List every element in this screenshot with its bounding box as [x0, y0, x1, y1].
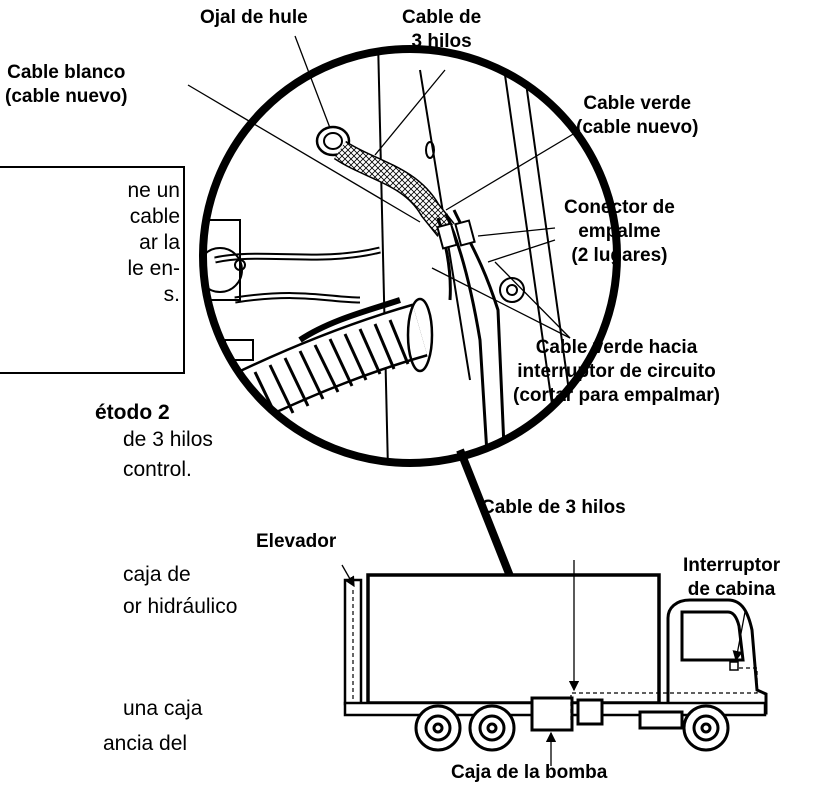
- body-line-5: una caja: [123, 697, 203, 720]
- note-line-5: s.: [163, 283, 180, 306]
- label-splice-line2: empalme: [578, 221, 661, 242]
- label-three-wire-line2: 3 hilos: [411, 31, 472, 52]
- truck-drawing: [343, 573, 768, 752]
- label-cab-switch-line2: de cabina: [687, 579, 776, 600]
- body-line-1: de 3 hilos: [123, 428, 213, 451]
- label-white-wire: Cable blanco (cable nuevo): [5, 61, 127, 109]
- note-line-4: le en-: [127, 257, 180, 280]
- label-three-wire-line1: Cable de: [402, 7, 482, 28]
- body-line-3: caja de: [123, 563, 191, 586]
- body-line-4: or hidráulico: [123, 595, 238, 618]
- note-box: ne un cable ar la le en- s.: [0, 166, 185, 374]
- label-cab-switch: Interruptor de cabina: [683, 554, 780, 602]
- label-splice-line1: Conector de: [564, 197, 675, 218]
- label-white-wire-line1: Cable blanco: [7, 62, 126, 83]
- label-cab-switch-line1: Interruptor: [683, 555, 781, 576]
- leader-lines: [187, 35, 581, 339]
- label-breaker-line2: interruptor de circuito: [517, 361, 716, 382]
- label-white-wire-line2: (cable nuevo): [5, 86, 128, 107]
- magnifier-circle: [199, 45, 621, 467]
- label-green-wire-new-line2: (cable nuevo): [576, 117, 699, 138]
- note-line-2: cable: [129, 205, 180, 228]
- label-green-wire-new: Cable verde (cable nuevo): [576, 92, 698, 140]
- body-line-6: ancia del: [103, 732, 188, 755]
- method-heading: étodo 2: [95, 401, 170, 424]
- label-splice-connector: Conector de empalme (2 lugares): [564, 196, 675, 268]
- note-line-1: ne un: [127, 179, 180, 202]
- label-breaker-line3: (cortar para empalmar): [513, 385, 720, 406]
- label-three-wire-cable-top: Cable de 3 hilos: [402, 6, 481, 54]
- body-line-2: control.: [123, 458, 192, 481]
- label-breaker-line1: Cable verde hacia: [535, 337, 698, 358]
- label-green-wire-breaker: Cable verde hacia interruptor de circuit…: [513, 336, 720, 408]
- label-liftgate: Elevador: [256, 531, 337, 552]
- label-splice-line3: (2 lugares): [571, 245, 668, 266]
- note-line-3: ar la: [139, 231, 180, 254]
- label-green-wire-new-line1: Cable verde: [583, 93, 692, 114]
- label-pump-box: Caja de la bomba: [451, 762, 608, 783]
- label-three-wire-cable-truck: Cable de 3 hilos: [481, 497, 626, 518]
- label-rubber-grommet: Ojal de hule: [200, 7, 308, 28]
